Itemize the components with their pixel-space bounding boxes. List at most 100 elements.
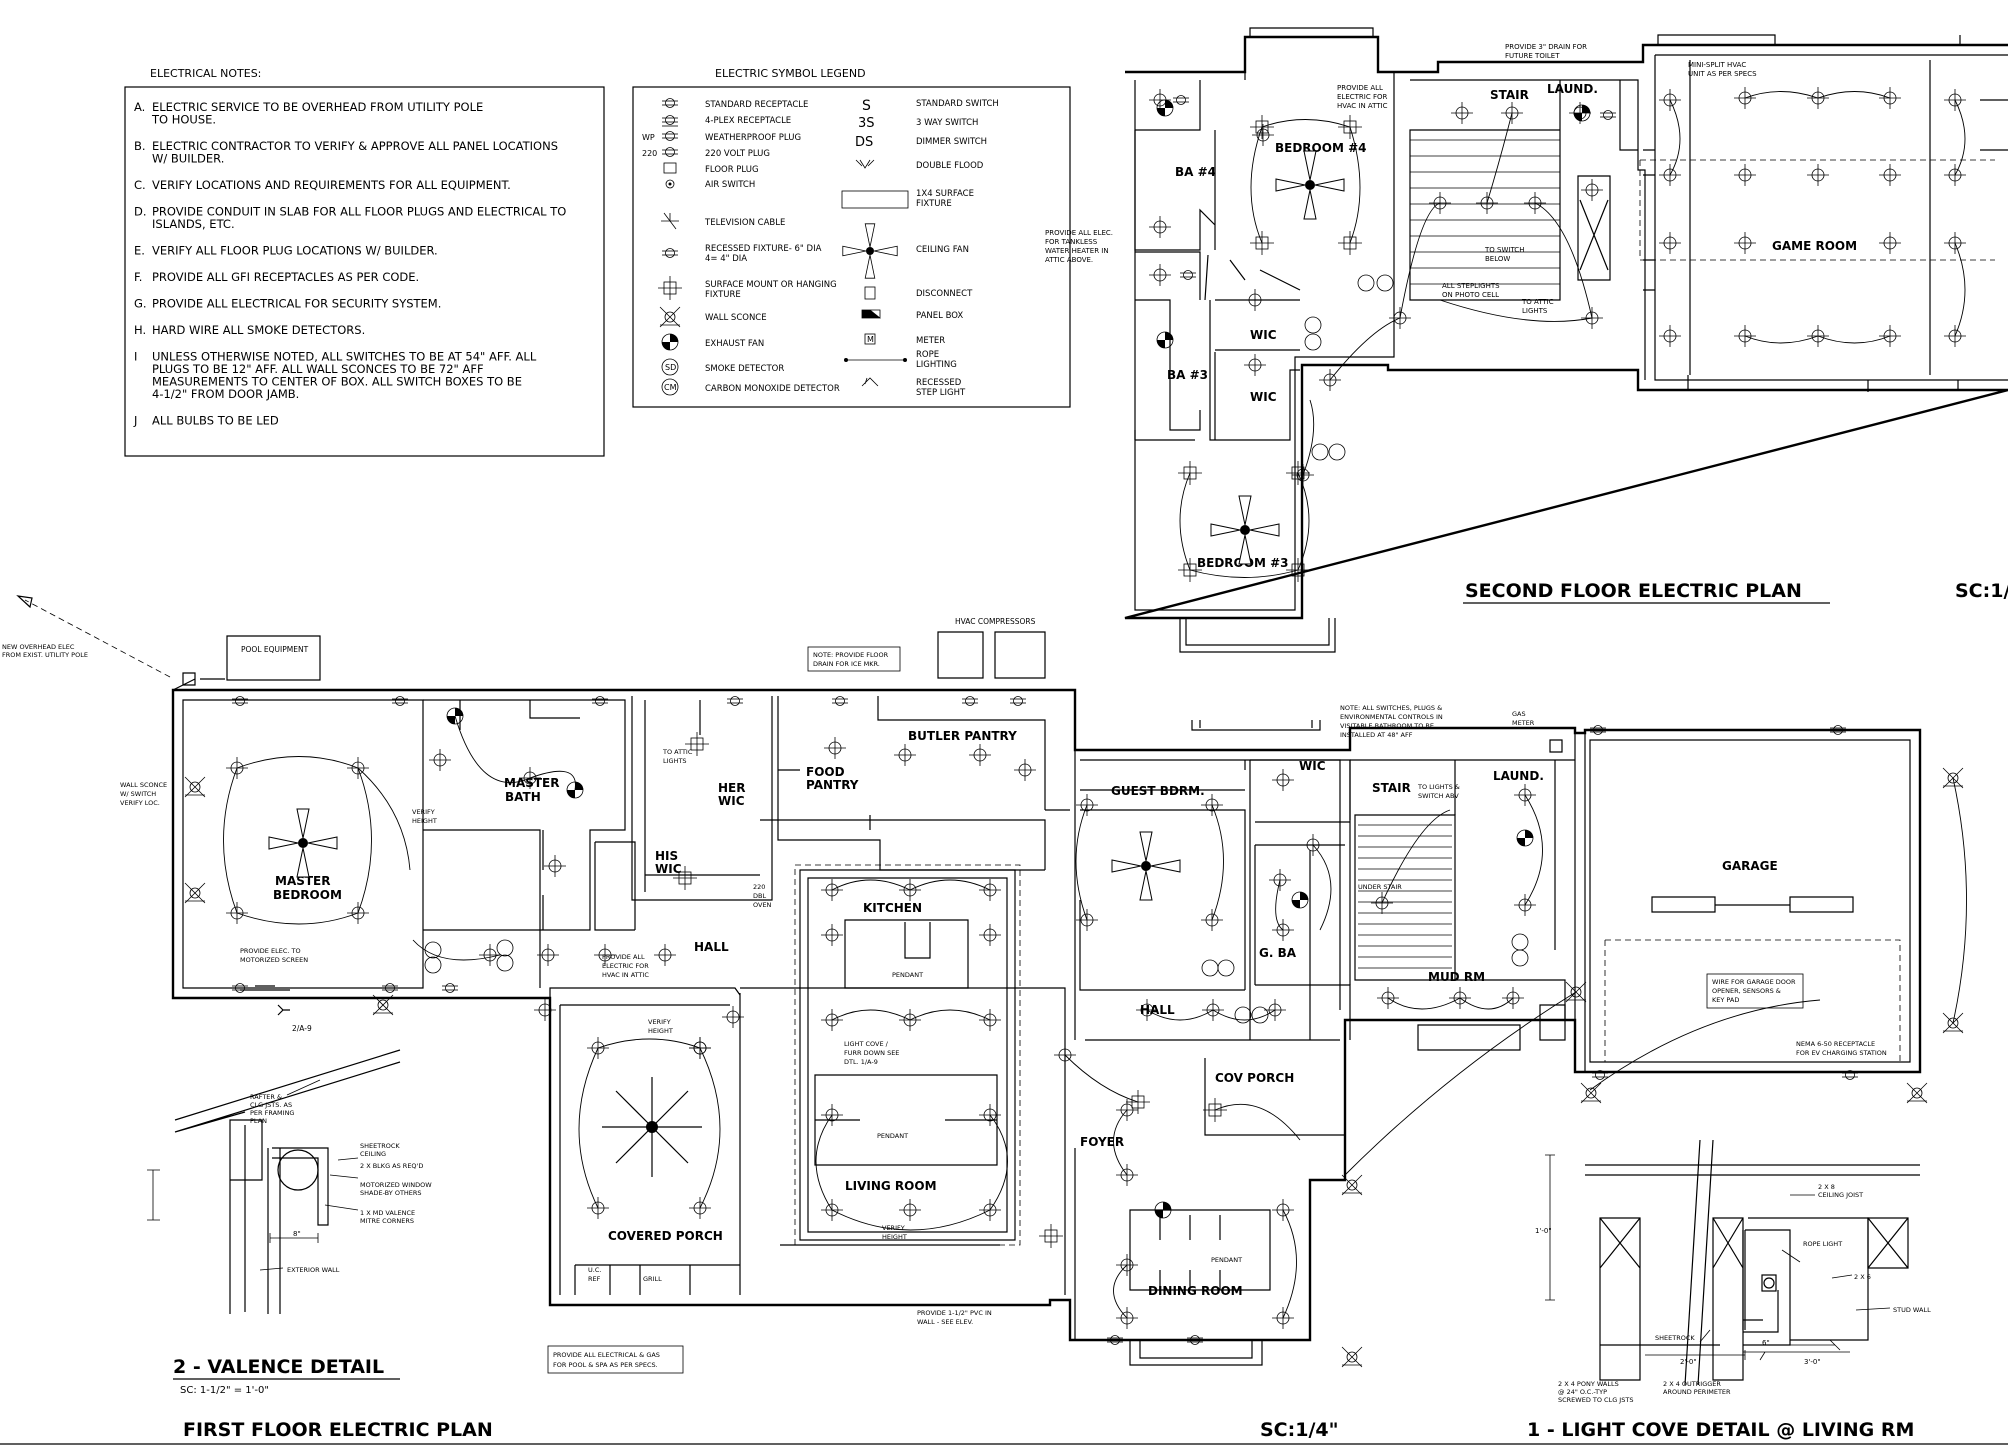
room-label-wic-b: WIC <box>1250 390 1277 404</box>
symbol-legend-heading: ELECTRIC SYMBOL LEGEND <box>715 67 866 80</box>
note-motorized: PROVIDE ELEC. TO <box>240 947 301 955</box>
legend-left-label: WEATHERPROOF PLUG <box>705 133 801 143</box>
valence-note-text: CLG JSTS. AS <box>250 1101 292 1109</box>
note-letter: A. <box>134 100 145 114</box>
note-under-stair: UNDER STAIR <box>1358 883 1402 891</box>
legend-left-label: TELEVISION CABLE <box>704 218 785 228</box>
second-floor-note-text: PROVIDE ALL <box>1337 84 1383 92</box>
first-floor-scale: SC:1/4" <box>1260 1419 1339 1441</box>
cove-note-text: 2 X 6 <box>1854 1273 1871 1281</box>
second-floor-note-text: PROVIDE ALL ELEC. <box>1045 229 1113 237</box>
second-floor-note-text: ALL STEPLIGHTS <box>1442 282 1500 290</box>
cove-note-text: 2 X 4 PONY WALLS <box>1558 1380 1619 1388</box>
room-label-her-wic-b: WIC <box>718 794 745 808</box>
room-label-guest-bath: G. BA <box>1259 946 1297 960</box>
note-switch-heights: ENVIRONMENTAL CONTROLS IN <box>1340 713 1443 721</box>
second-floor-note-text: TO SWITCH <box>1484 246 1524 254</box>
note-text: PROVIDE CONDUIT IN SLAB FOR ALL FLOOR PL… <box>152 205 566 219</box>
note-overhead: FROM EXIST. UTILITY POLE <box>2 651 88 659</box>
second-floor-note-text: ON PHOTO CELL <box>1442 291 1499 299</box>
cove-note-text: SHEETROCK <box>1655 1334 1695 1342</box>
note-garage-door: OPENER, SENSORS & <box>1712 987 1781 995</box>
cove-dim: 3'-0" <box>1804 1358 1821 1366</box>
room-label-butler-pantry: BUTLER PANTRY <box>908 729 1017 743</box>
cove-dim: 2'-0" <box>1680 1358 1697 1366</box>
legend-right-label: METER <box>916 336 945 346</box>
note-text: ISLANDS, ETC. <box>152 217 235 231</box>
note-text: MEASUREMENTS TO CENTER OF BOX. ALL SWITC… <box>152 375 522 389</box>
note-pool-equipment: POOL EQUIPMENT <box>241 645 309 654</box>
room-label-mud-room: MUD RM <box>1428 970 1485 984</box>
second-floor-note-text: FUTURE TOILET <box>1505 52 1560 60</box>
first-floor-fixtures <box>184 696 1964 1368</box>
room-label-master-bath-a: MASTER <box>504 776 560 790</box>
note-letter: B. <box>134 139 146 153</box>
note-light-cove: LIGHT COVE / <box>844 1040 889 1048</box>
second-floor-note-text: LIGHTS <box>1522 307 1548 315</box>
note-text: UNLESS OTHERWISE NOTED, ALL SWITCHES TO … <box>152 350 537 364</box>
note-pendant-kitchen: PENDANT <box>892 971 923 979</box>
legend-left-label: AIR SWITCH <box>705 180 755 190</box>
second-floor-note-text: ATTIC ABOVE. <box>1045 256 1093 264</box>
note-letter: G. <box>134 297 147 311</box>
legend-left-prefix: 220 <box>642 149 657 158</box>
legend-left-label: STANDARD RECEPTACLE <box>705 100 808 110</box>
room-label-laundry-2f: LAUND. <box>1547 82 1598 96</box>
note-nema: FOR EV CHARGING STATION <box>1796 1049 1887 1057</box>
room-label-covered-porch: COVERED PORCH <box>608 1229 723 1243</box>
note-letter: J <box>133 414 137 428</box>
cove-note-text: STUD WALL <box>1893 1306 1931 1314</box>
cove-note-text: CEILING JOIST <box>1818 1191 1863 1199</box>
valence-note-text: SHEETROCK <box>360 1142 400 1150</box>
note-verify-height: VERIFY <box>882 1224 905 1232</box>
note-dbl-oven: DBL <box>753 892 766 900</box>
note-text: HARD WIRE ALL SMOKE DETECTORS. <box>152 323 365 337</box>
note-switch-heights: INSTALLED AT 48" AFF <box>1340 731 1413 739</box>
second-floor-scale: SC:1/ <box>1955 580 2008 602</box>
note-ice-drain: NOTE: PROVIDE FLOOR <box>813 651 889 659</box>
svg-text:3S: 3S <box>858 116 875 131</box>
note-verify-height: HEIGHT <box>648 1027 673 1035</box>
room-label-dining-room: DINING ROOM <box>1148 1284 1243 1298</box>
note-sconce: VERIFY LOC. <box>120 799 160 807</box>
legend-left-label: RECESSED FIXTURE- 6" DIA <box>705 244 822 254</box>
legend-right-label: ROPE <box>916 350 939 360</box>
valence-note-text: 2 X BLKG AS REQ'D <box>360 1162 423 1170</box>
note-attic-lights: LIGHTS <box>663 757 687 765</box>
note-text: PLUGS TO BE 12" AFF. ALL WALL SCONCES TO… <box>152 362 484 376</box>
note-text: PROVIDE ALL GFI RECEPTACLES AS PER CODE. <box>152 270 419 284</box>
second-floor-plan: BEDROOM #4 BA #4 STAIR LAUND. GAME ROOM … <box>1045 27 2008 653</box>
note-pool-gas: PROVIDE ALL ELECTRICAL & GAS <box>553 1351 660 1359</box>
electrical-notes-panel: ELECTRICAL NOTES: A.ELECTRIC SERVICE TO … <box>124 67 605 457</box>
valence-note-text: MITRE CORNERS <box>360 1217 414 1225</box>
valence-note-text: RAFTER & <box>250 1093 282 1101</box>
legend-left-label: CARBON MONOXIDE DETECTOR <box>705 384 840 394</box>
light-cove-title: 1 - LIGHT COVE DETAIL @ LIVING RM <box>1527 1419 1914 1441</box>
legend-left-label: 4-PLEX RECEPTACLE <box>705 116 791 126</box>
second-floor-stair-treads <box>1410 139 1560 285</box>
second-floor-wiring <box>1179 91 1966 578</box>
note-lights-switch: TO LIGHTS & <box>1417 783 1460 791</box>
room-label-kitchen: KITCHEN <box>863 901 922 915</box>
note-pendant-living: PENDANT <box>877 1132 908 1140</box>
svg-text:M: M <box>867 335 874 344</box>
legend-right-label: PANEL BOX <box>916 311 963 321</box>
note-attic-hvac: PROVIDE ALL <box>602 953 645 961</box>
legend-right-label: RECESSED <box>916 378 962 388</box>
cove-note-text: 2 X 8 <box>1818 1183 1835 1191</box>
room-label-master-bath-b: BATH <box>505 790 541 804</box>
valence-note-text: MOTORIZED WINDOW <box>360 1181 432 1189</box>
room-label-living-room: LIVING ROOM <box>845 1179 937 1193</box>
note-letter: C. <box>134 178 146 192</box>
note-pvc: PROVIDE 1-1/2" PVC IN <box>917 1309 992 1317</box>
note-gas-meter: METER <box>1512 719 1535 727</box>
note-overhead: NEW OVERHEAD ELEC <box>2 643 75 651</box>
cove-dim: 6" <box>1762 1339 1770 1347</box>
svg-text:CM: CM <box>664 383 677 392</box>
room-label-stair-2f: STAIR <box>1490 88 1529 102</box>
cove-note-text: @ 24" O.C.-TYP <box>1558 1388 1607 1396</box>
note-verify-height: HEIGHT <box>882 1233 907 1241</box>
valence-note-text: 1 X MD VALENCE <box>360 1209 415 1217</box>
